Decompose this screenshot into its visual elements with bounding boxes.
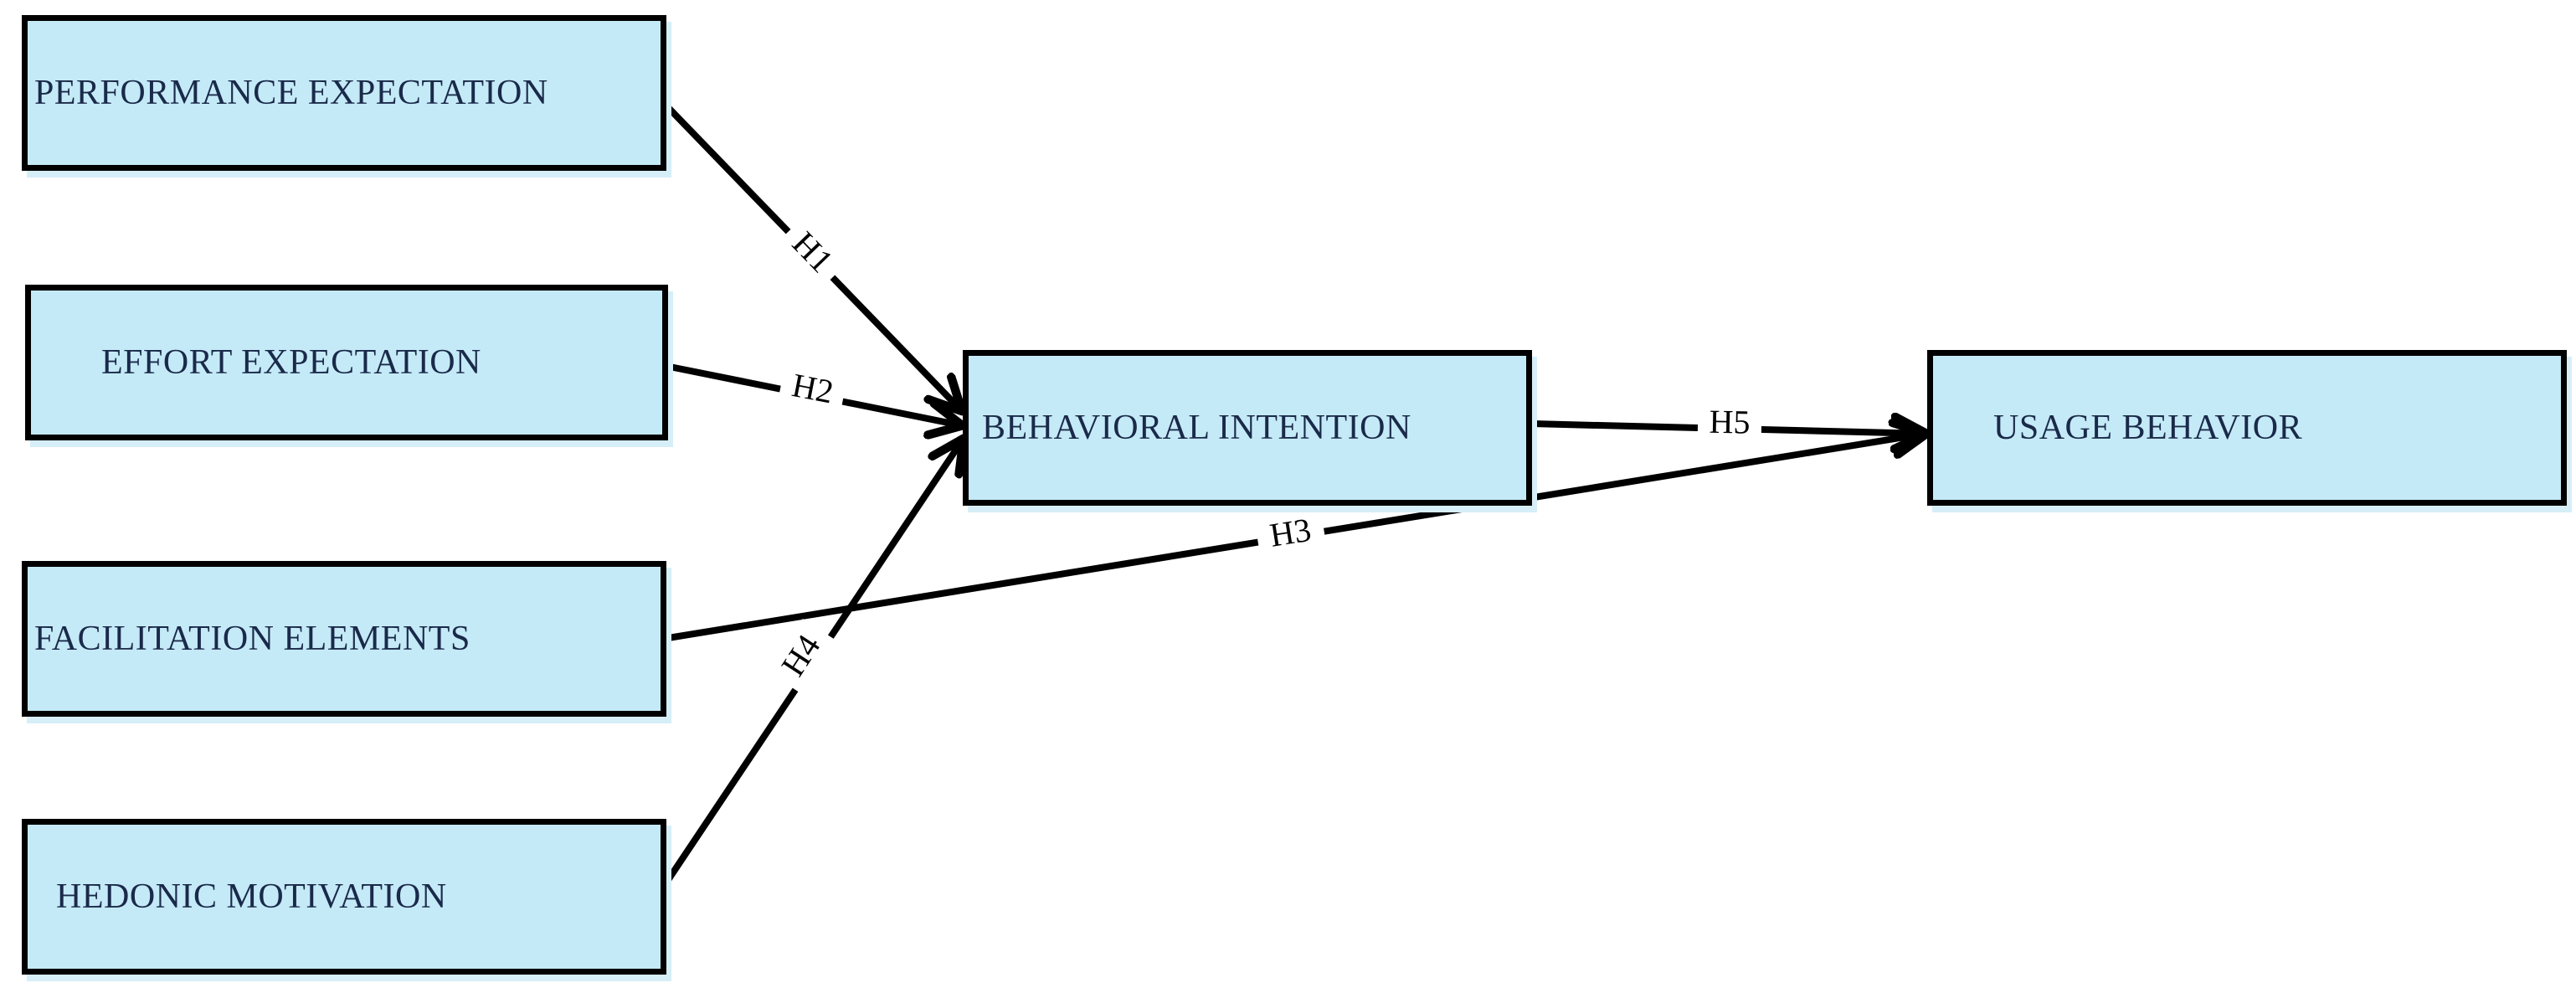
- node-behavioral-intention-label: BEHAVIORAL INTENTION: [982, 409, 1411, 447]
- edge-h2-label-bg: [777, 366, 847, 418]
- node-facilitation-elements: FACILITATION ELEMENTS: [22, 561, 666, 717]
- node-usage-behavior-label: USAGE BEHAVIOR: [1993, 409, 2303, 447]
- node-behavioral-intention: BEHAVIORAL INTENTION: [963, 350, 1532, 506]
- edge-h4-label-bg: [768, 618, 840, 697]
- edge-h2-label: H2: [789, 366, 837, 411]
- node-hedonic-motivation: HEDONIC MOTIVATION: [22, 819, 666, 975]
- node-effort-expectation-label: EFFORT EXPECTATION: [101, 343, 481, 382]
- edge-h1-label-bg: [772, 216, 849, 293]
- node-effort-expectation: EFFORT EXPECTATION: [25, 285, 668, 440]
- edge-h5-label: H5: [1709, 403, 1751, 441]
- edge-h3-label-bg: [1254, 511, 1328, 561]
- node-usage-behavior: USAGE BEHAVIOR: [1927, 350, 2567, 506]
- edge-h3-label: H3: [1267, 511, 1314, 554]
- node-facilitation-elements-label: FACILITATION ELEMENTS: [34, 620, 470, 658]
- node-hedonic-motivation-label: HEDONIC MOTIVATION: [56, 877, 447, 916]
- edge-h5-label-bg: [1697, 404, 1762, 446]
- node-performance-expectation: PERFORMANCE EXPECTATION: [22, 15, 666, 171]
- node-performance-expectation-label: PERFORMANCE EXPECTATION: [34, 74, 548, 112]
